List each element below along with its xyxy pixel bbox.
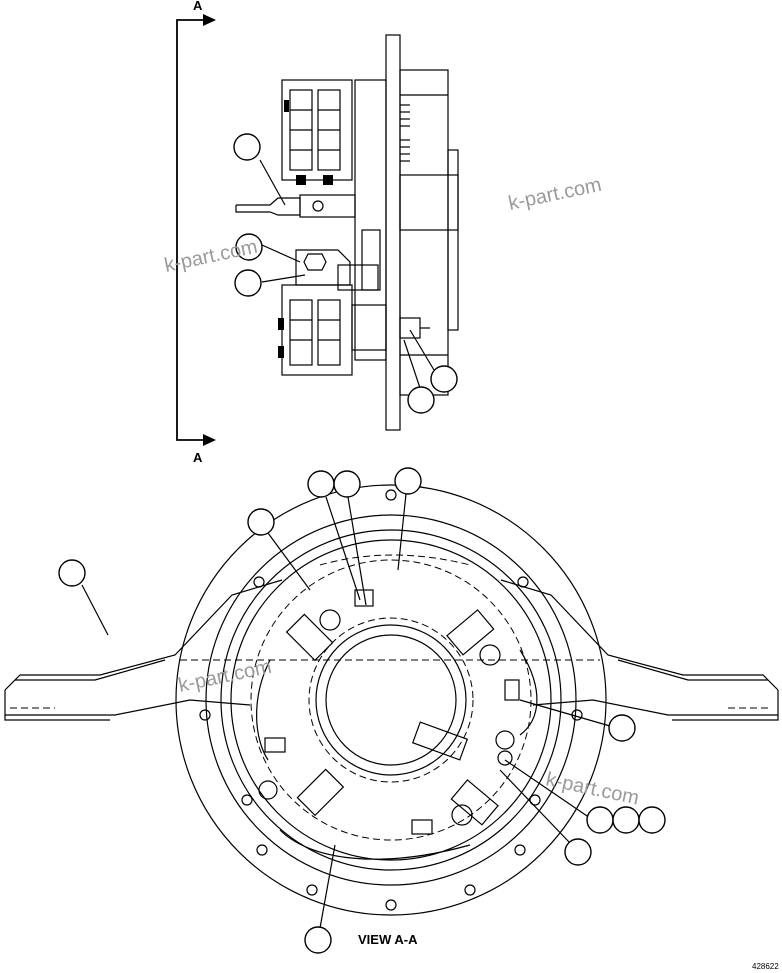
callout-bubble [407,386,435,414]
callout-bubble [608,714,636,742]
callout-bubble [586,806,614,834]
callout-bubble [333,470,361,498]
callouts-view-a-a [58,467,666,954]
section-line-a-a: A A [176,0,216,465]
section-mark-top: A [193,0,203,13]
callouts-side-view [233,133,458,414]
side-view-assembly [235,34,459,431]
callout-bubble [58,559,86,587]
callout-bubble [304,926,332,954]
callout-bubble [394,467,422,495]
section-mark-bottom: A [193,450,203,465]
callout-bubble [638,806,666,834]
callout-bubble [234,269,262,297]
view-caption: VIEW A-A [358,932,418,947]
callout-bubble [235,233,263,261]
callout-bubble [233,133,261,161]
view-a-a-assembly [4,484,779,916]
callout-bubble [564,838,592,866]
drawing-number: 428622 [752,962,779,971]
callout-bubble [307,470,335,498]
watermark: k-part.com [506,174,603,215]
callout-bubble [247,508,275,536]
callout-bubble [430,365,458,393]
callout-bubble [612,806,640,834]
